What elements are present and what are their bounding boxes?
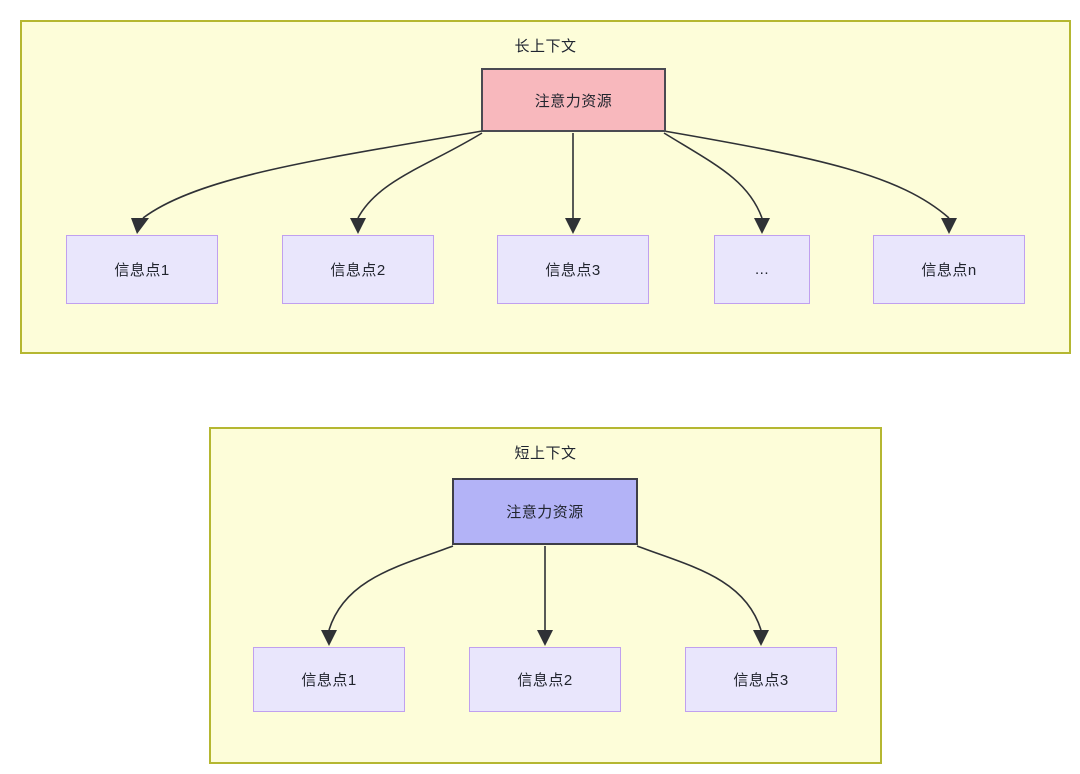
node-long-info-n-label: 信息点n: [921, 262, 977, 279]
node-long-info-3-label: 信息点3: [545, 262, 601, 279]
node-short-info-3[interactable]: 信息点3: [685, 647, 837, 712]
node-short-info-1-label: 信息点1: [301, 672, 357, 689]
node-short-info-2-label: 信息点2: [517, 672, 573, 689]
node-short-info-3-label: 信息点3: [733, 672, 789, 689]
node-long-info-ellipsis-label: ...: [754, 261, 769, 278]
panel-long-context-title: 长上下文: [514, 38, 577, 55]
node-long-attention-resource-label: 注意力资源: [534, 92, 613, 110]
node-long-info-3[interactable]: 信息点3: [497, 235, 649, 304]
node-long-attention-resource[interactable]: 注意力资源: [481, 68, 666, 132]
node-long-info-1[interactable]: 信息点1: [66, 235, 218, 304]
node-short-info-1[interactable]: 信息点1: [253, 647, 405, 712]
node-short-attention-resource[interactable]: 注意力资源: [452, 478, 638, 545]
node-short-info-2[interactable]: 信息点2: [469, 647, 621, 712]
node-long-info-1-label: 信息点1: [114, 262, 170, 279]
node-short-attention-resource-label: 注意力资源: [506, 504, 584, 521]
panel-short-context-title: 短上下文: [514, 445, 577, 462]
node-long-info-ellipsis[interactable]: ...: [714, 235, 810, 304]
node-long-info-2[interactable]: 信息点2: [282, 235, 434, 304]
node-long-info-2-label: 信息点2: [330, 262, 386, 279]
node-long-info-n[interactable]: 信息点n: [873, 235, 1025, 304]
